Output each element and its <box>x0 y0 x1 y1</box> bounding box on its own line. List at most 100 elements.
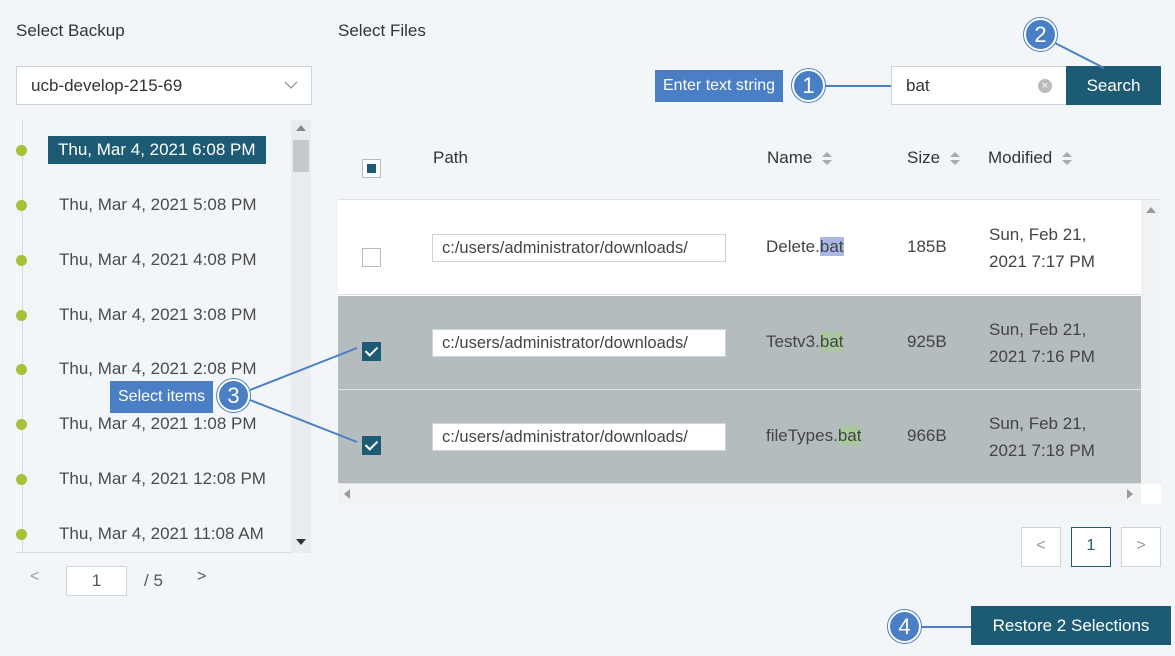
prev-page-icon[interactable]: < <box>30 568 40 585</box>
modified-time: 2021 7:17 PM <box>989 252 1095 271</box>
clear-icon[interactable]: × <box>1038 79 1052 93</box>
modified-date: Sun, Feb 21, <box>989 225 1087 244</box>
table-horizontal-scrollbar[interactable] <box>338 484 1141 504</box>
timeline-item[interactable]: Thu, Mar 4, 2021 2:08 PM <box>16 354 290 384</box>
search-input[interactable]: bat × <box>891 66 1067 105</box>
callout-number-3: 3 <box>217 379 250 412</box>
scrollbar-thumb[interactable] <box>293 140 309 172</box>
select-backup-title: Select Backup <box>16 21 125 40</box>
modified-date: Sun, Feb 21, <box>989 414 1087 433</box>
page-number-input[interactable]: 1 <box>66 566 127 596</box>
callout-number-4: 4 <box>888 610 921 643</box>
scroll-up-icon[interactable] <box>1146 207 1156 213</box>
size-cell: 966B <box>907 426 947 445</box>
files-table: Path Name Size Modified c:/users/adminis… <box>338 118 1161 504</box>
row-checkbox[interactable] <box>362 248 381 267</box>
sort-icon[interactable] <box>822 151 833 166</box>
timeline-item-label: Thu, Mar 4, 2021 1:08 PM <box>59 414 257 433</box>
timeline-scrollbar[interactable] <box>291 120 311 553</box>
search-button[interactable]: Search <box>1066 66 1161 105</box>
timeline-dot <box>16 200 27 211</box>
timeline-item-label: Thu, Mar 4, 2021 6:08 PM <box>48 136 266 164</box>
table-vertical-scrollbar[interactable] <box>1141 200 1161 484</box>
modified-cell: Sun, Feb 21, 2021 7:16 PM <box>989 316 1095 370</box>
next-page-icon[interactable]: > <box>197 568 207 585</box>
callout-number-1: 1 <box>792 69 825 102</box>
name-prefix: fileTypes. <box>766 426 838 445</box>
timeline-item[interactable]: Thu, Mar 4, 2021 12:08 PM <box>16 464 290 494</box>
name-cell: Delete.bat <box>766 237 844 257</box>
modified-cell: Sun, Feb 21, 2021 7:18 PM <box>989 410 1095 464</box>
timeline-item[interactable]: Thu, Mar 4, 2021 5:08 PM <box>16 190 290 220</box>
timeline-dot <box>16 310 27 321</box>
page-total: / 5 <box>144 571 163 590</box>
scroll-up-icon[interactable] <box>296 125 306 131</box>
modified-time: 2021 7:18 PM <box>989 441 1095 460</box>
callout-label-3: Select items <box>110 381 214 413</box>
timeline-dot <box>16 474 27 485</box>
column-modified-label: Modified <box>988 148 1053 167</box>
scroll-right-icon[interactable] <box>1127 489 1133 499</box>
restore-button[interactable]: Restore 2 Selections <box>971 606 1171 645</box>
timeline-item[interactable]: Thu, Mar 4, 2021 1:08 PM <box>16 409 290 439</box>
modified-cell: Sun, Feb 21, 2021 7:17 PM <box>989 221 1095 275</box>
path-field: c:/users/administrator/downloads/ <box>432 234 726 262</box>
size-cell: 925B <box>907 332 947 351</box>
name-match-highlight: bat <box>837 426 862 445</box>
select-files-title: Select Files <box>338 21 426 40</box>
column-path: Path <box>433 148 468 167</box>
name-match-highlight: bat <box>819 332 844 351</box>
name-match-highlight: bat <box>819 237 844 256</box>
name-cell: fileTypes.bat <box>766 426 862 446</box>
chevron-down-icon <box>284 81 298 89</box>
timeline-item-label: Thu, Mar 4, 2021 5:08 PM <box>59 195 257 214</box>
path-field: c:/users/administrator/downloads/ <box>432 423 726 451</box>
timeline-item-label: Thu, Mar 4, 2021 11:08 AM <box>59 524 264 543</box>
row-checkbox[interactable] <box>362 342 381 361</box>
select-all-checkbox[interactable] <box>362 159 381 178</box>
column-name-label: Name <box>767 148 813 167</box>
timeline-dot <box>16 255 27 266</box>
backup-select-value: ucb-develop-215-69 <box>31 75 183 95</box>
timeline-dot <box>16 364 27 375</box>
column-size-label: Size <box>907 148 941 167</box>
backup-select[interactable]: ucb-develop-215-69 <box>16 66 312 105</box>
table-header: Path Name Size Modified <box>338 118 1161 200</box>
timeline-item-label: Thu, Mar 4, 2021 4:08 PM <box>59 250 257 269</box>
scroll-down-icon[interactable] <box>296 539 306 545</box>
backup-timeline: Thu, Mar 4, 2021 6:08 PM Thu, Mar 4, 202… <box>16 120 312 553</box>
modified-time: 2021 7:16 PM <box>989 347 1095 366</box>
size-cell: 185B <box>907 237 947 256</box>
column-size[interactable]: Size <box>907 148 961 168</box>
name-prefix: Delete. <box>766 237 820 256</box>
row-checkbox[interactable] <box>362 436 381 455</box>
column-modified[interactable]: Modified <box>988 148 1073 168</box>
sort-icon[interactable] <box>1062 151 1073 166</box>
column-name[interactable]: Name <box>767 148 833 168</box>
next-page-button[interactable]: > <box>1121 527 1161 567</box>
timeline-item-label: Thu, Mar 4, 2021 2:08 PM <box>59 359 257 378</box>
timeline-item-label: Thu, Mar 4, 2021 12:08 PM <box>59 469 266 488</box>
timeline-line <box>22 120 23 552</box>
scroll-left-icon[interactable] <box>344 489 350 499</box>
prev-page-button[interactable]: < <box>1021 527 1061 567</box>
name-cell: Testv3.bat <box>766 332 844 352</box>
path-field: c:/users/administrator/downloads/ <box>432 329 726 357</box>
callout-label-1: Enter text string <box>655 70 784 102</box>
name-prefix: Testv3. <box>766 332 820 351</box>
timeline-item[interactable]: Thu, Mar 4, 2021 3:08 PM <box>16 300 290 330</box>
callout-number-2: 2 <box>1024 18 1057 51</box>
timeline-item[interactable]: Thu, Mar 4, 2021 11:08 AM <box>16 519 290 549</box>
timeline-dot <box>16 529 27 540</box>
timeline-dot <box>16 419 27 430</box>
table-row[interactable]: c:/users/administrator/downloads/ Testv3… <box>338 296 1141 390</box>
table-row[interactable]: c:/users/administrator/downloads/ fileTy… <box>338 390 1141 484</box>
search-input-value: bat <box>906 76 930 95</box>
timeline-item[interactable]: Thu, Mar 4, 2021 4:08 PM <box>16 245 290 275</box>
modified-date: Sun, Feb 21, <box>989 320 1087 339</box>
timeline-item-label: Thu, Mar 4, 2021 3:08 PM <box>59 305 257 324</box>
table-row[interactable]: c:/users/administrator/downloads/ Delete… <box>338 201 1141 295</box>
current-page-button[interactable]: 1 <box>1071 527 1111 567</box>
sort-icon[interactable] <box>950 151 961 166</box>
timeline-item[interactable]: Thu, Mar 4, 2021 6:08 PM <box>16 135 290 165</box>
